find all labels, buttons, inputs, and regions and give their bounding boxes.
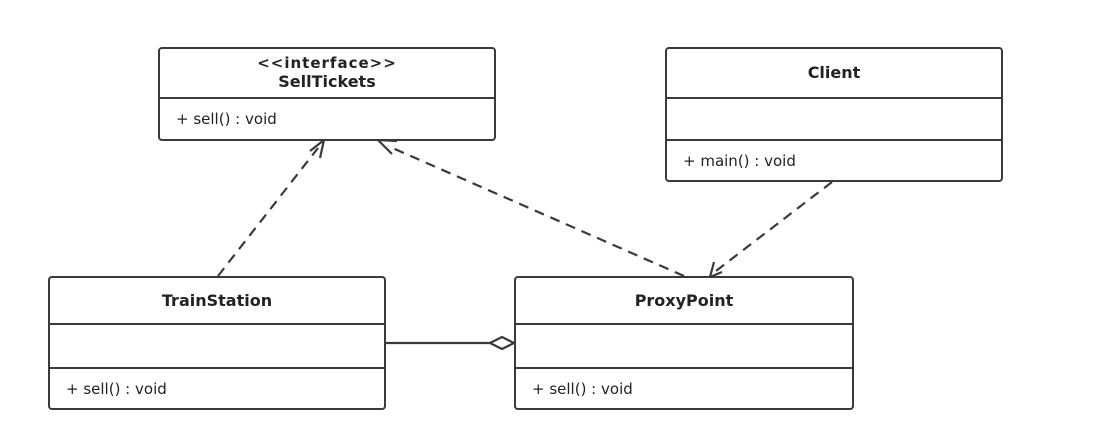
class-sell-tickets-title: <<interface>> SellTickets [160, 49, 494, 99]
class-name-proxy-point: ProxyPoint [634, 290, 734, 310]
interface-stereotype: <<interface>> [257, 54, 397, 72]
class-proxy-point[interactable]: ProxyPoint + sell() : void [514, 276, 854, 410]
class-name-sell-tickets: SellTickets [278, 72, 376, 91]
class-train-station-operations: + sell() : void [50, 369, 384, 408]
class-client-title: Client [667, 49, 1001, 99]
class-client-attributes [667, 99, 1001, 141]
operation-main: + main() : void [683, 151, 796, 170]
class-proxy-point-title: ProxyPoint [516, 278, 852, 325]
class-proxy-point-attributes [516, 325, 852, 369]
class-proxy-point-operations: + sell() : void [516, 369, 852, 408]
class-client-operations: + main() : void [667, 141, 1001, 180]
operation-sell: + sell() : void [176, 110, 277, 128]
class-name-train-station: TrainStation [161, 290, 273, 310]
class-sell-tickets-operations: + sell() : void [160, 99, 494, 139]
class-name-client: Client [807, 63, 861, 82]
class-train-station[interactable]: TrainStation + sell() : void [48, 276, 386, 410]
class-train-station-attributes [50, 325, 384, 369]
class-train-station-title: TrainStation [50, 278, 384, 325]
operation-sell: + sell() : void [532, 379, 633, 398]
operation-sell: + sell() : void [66, 379, 167, 398]
class-client[interactable]: Client + main() : void [665, 47, 1003, 182]
class-sell-tickets[interactable]: <<interface>> SellTickets + sell() : voi… [158, 47, 496, 141]
realization-proxypoint-sellTickets [387, 144, 685, 278]
realization-arrowhead-proxypoint [375, 138, 398, 155]
dependency-client-proxypoint [711, 181, 833, 275]
aggregation-diamond [487, 335, 517, 351]
dependency-arrowhead-client [708, 261, 723, 279]
realization-trainstation-sellTickets [217, 147, 319, 277]
